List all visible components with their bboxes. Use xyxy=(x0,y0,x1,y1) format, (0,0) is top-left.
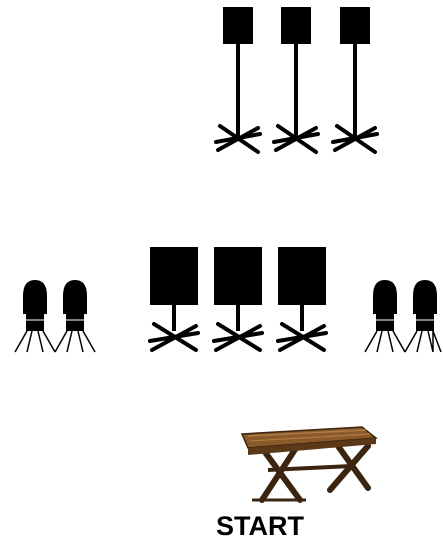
popper-target-right-1 xyxy=(365,280,405,352)
start-label: START xyxy=(200,511,320,541)
short-target-stand-1 xyxy=(150,247,198,350)
short-target-stand-2 xyxy=(214,247,262,350)
tall-target-stand-2 xyxy=(274,7,318,152)
popper-target-left-2 xyxy=(55,280,95,352)
tall-target-stand-3 xyxy=(333,7,377,152)
popper-target-left-1 xyxy=(15,280,55,352)
short-target-stand-3 xyxy=(278,247,326,350)
popper-target-right-2 xyxy=(405,280,441,352)
tall-target-stand-1 xyxy=(216,7,260,152)
start-table-icon xyxy=(242,427,376,500)
